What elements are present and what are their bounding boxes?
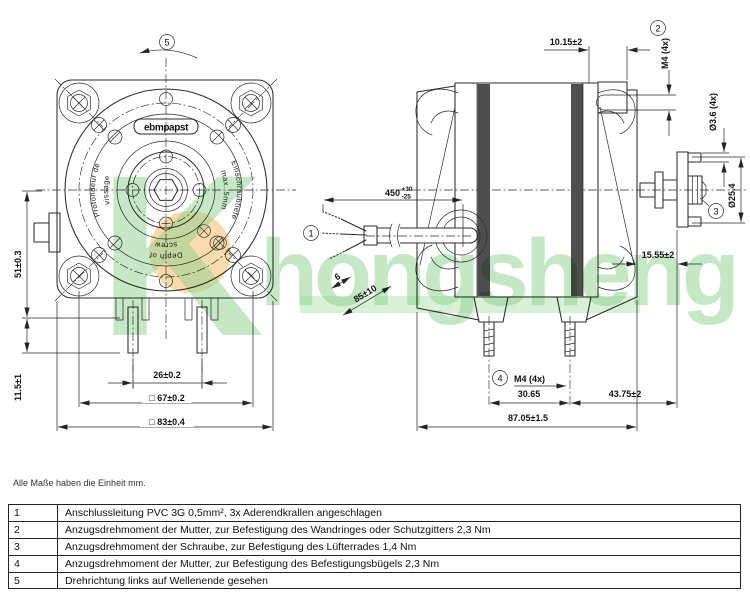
- dim-flange-depth: 15.55±2: [642, 250, 674, 260]
- row-text: Anzugsdrehmoment der Schraube, zur Befes…: [65, 540, 417, 553]
- dim-pin-protrusion: 11.5±1: [13, 374, 23, 401]
- corner-screw: [58, 255, 100, 297]
- ring-text-left-outer: Profondeur de: [88, 161, 101, 218]
- side-view-dimensions: 10.15±2 2 M4 (4x) Ø3.6 (4x) Ø25.4 3: [303, 20, 745, 431]
- table-row: 3 Anzugsdrehmoment der Schraube, zur Bef…: [9, 537, 740, 555]
- side-stub-knob: [33, 222, 50, 243]
- ring-text-right-inner: max. 5mm: [219, 169, 231, 211]
- dim-stud-thread: M4 (4x): [514, 374, 545, 384]
- row-number: 4: [9, 555, 58, 572]
- dim-ferrule-length: 6: [333, 271, 342, 282]
- row-text: Anzugsdrehmoment der Mutter, zur Befesti…: [65, 557, 440, 570]
- terminal-pins: [115, 297, 219, 390]
- dim-axis-to-foot: 51±0.3: [13, 251, 23, 278]
- dim-stud-to-face: 43.75±2: [609, 389, 641, 399]
- dim-cable-length: 450: [385, 188, 400, 198]
- callout-3-label: 3: [713, 206, 718, 217]
- watermark: K hongsheng: [98, 127, 740, 384]
- table-row: 4 Anzugsdrehmoment der Mutter, zur Befes…: [9, 554, 740, 572]
- connection-cable: [320, 209, 488, 263]
- row-text: Drehrichtung links auf Wellenende gesehe…: [65, 574, 268, 587]
- row-number: 2: [9, 521, 58, 538]
- ring-text-left-inner: vissage: [101, 174, 111, 205]
- dim-body-square: □ 83±0.4: [149, 417, 184, 427]
- table-row: 5 Drehrichtung links auf Wellenende gese…: [9, 571, 740, 589]
- side-stub-plate: [48, 212, 61, 253]
- units-note: Alle Maße haben die Einheit mm.: [13, 478, 146, 488]
- watermark-orange-dot: [149, 211, 231, 293]
- dim-overall-depth: 87.05±1.5: [508, 413, 548, 423]
- dim-tab-offset: 10.15±2: [550, 37, 582, 47]
- shaft-hex-socket: [153, 179, 179, 201]
- callout-4-label: 4: [497, 373, 502, 384]
- shaft-nut: [687, 175, 703, 205]
- svg-text:max. 5mm: max. 5mm: [219, 169, 231, 211]
- row-number: 1: [9, 505, 58, 521]
- dim-stud-spacing: 30.65: [518, 389, 541, 399]
- svg-text:Profondeur de: Profondeur de: [88, 161, 102, 218]
- callout-1-label: 1: [308, 228, 313, 239]
- callout-rotation-direction: 5: [139, 34, 198, 59]
- dim-mount-square: □ 67±0.2: [149, 393, 184, 403]
- callout-2-label: 2: [655, 23, 660, 34]
- watermark-letter: K: [98, 127, 264, 384]
- mounting-tab: [597, 81, 628, 114]
- dim-pin-spacing: 26±0.2: [153, 370, 180, 380]
- brand-logo: ebmpapst: [144, 123, 189, 134]
- side-view-drawing: 10.15±2 2 M4 (4x) Ø3.6 (4x) Ø25.4 3: [303, 20, 748, 431]
- dim-cable-tol-lower: -25: [402, 194, 412, 201]
- row-number: 3: [9, 538, 58, 555]
- rotation-arrow-icon: [139, 47, 198, 59]
- legend-table: 1 Anschlussleitung PVC 3G 0,5mm², 3x Ade…: [8, 504, 741, 590]
- watermark-underline: [300, 296, 640, 313]
- brand-logo-frame: [133, 118, 199, 135]
- row-number: 5: [9, 572, 58, 589]
- corner-screw: [58, 82, 100, 124]
- dim-flange-holes: Ø3.6 (4x): [708, 93, 718, 131]
- corner-screw: [230, 82, 272, 124]
- table-row: 2 Anzugsdrehmoment der Mutter, zur Befes…: [9, 520, 740, 538]
- callout-5-label: 5: [164, 37, 169, 48]
- dim-cable-tol-upper: +30: [402, 186, 413, 193]
- motor-drawing-svg: ebmpapst Profondeur de vissage Einschrau…: [13, 20, 748, 431]
- watermark-word: hongsheng: [260, 220, 736, 326]
- svg-text:vissage: vissage: [101, 174, 112, 205]
- dim-hub-diameter: Ø25.4: [727, 183, 737, 208]
- dim-tab-thread: M4 (4x): [660, 38, 670, 69]
- row-text: Anschlussleitung PVC 3G 0,5mm², 3x Adere…: [65, 506, 382, 519]
- row-text: Anzugsdrehmoment der Mutter, zur Befesti…: [65, 523, 491, 536]
- shaft-hub-flange: [639, 151, 707, 228]
- table-row: 1 Anschlussleitung PVC 3G 0,5mm², 3x Ade…: [9, 505, 740, 521]
- front-view-dimensions: 51±0.3 11.5±1 26±0.2 □ 67±0.2 □ 83±0.4: [13, 190, 274, 431]
